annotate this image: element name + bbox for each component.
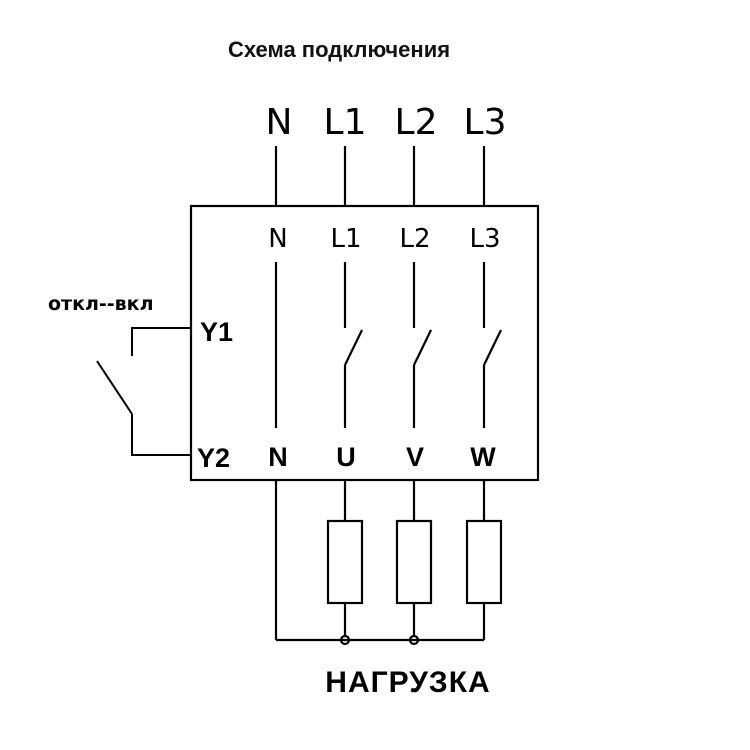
load-label: НАГРУЗКА (325, 666, 490, 699)
control-label-y1: Y1 (200, 317, 233, 347)
input-label-l1: L1 (330, 224, 361, 254)
junction-dot-v (408, 634, 420, 646)
load-resistor-v (395, 519, 433, 605)
input-label-l2: L2 (399, 224, 430, 254)
junction-dot-u (339, 634, 351, 646)
output-label-w: W (470, 442, 496, 472)
output-label-n: N (268, 442, 288, 472)
supply-label-l2: L2 (395, 102, 438, 143)
input-label-n: N (268, 224, 287, 254)
control-switch-label: откл--вкл (48, 293, 153, 315)
contact-l3 (482, 262, 502, 428)
control-switch (96, 327, 191, 456)
supply-label-l3: L3 (464, 102, 507, 143)
contact-l2 (412, 262, 432, 428)
supply-label-l1: L1 (324, 102, 367, 143)
supply-label-n: N (266, 102, 293, 143)
contact-l1 (343, 262, 363, 428)
input-label-l3: L3 (469, 224, 500, 254)
control-label-y2: Y2 (197, 443, 230, 473)
load-resistor-w (465, 519, 503, 605)
output-label-v: V (406, 442, 424, 472)
device-box (189, 204, 540, 482)
load-resistor-u (326, 519, 364, 605)
diagram-title: Схема подключения (228, 37, 450, 62)
output-label-u: U (336, 442, 356, 472)
